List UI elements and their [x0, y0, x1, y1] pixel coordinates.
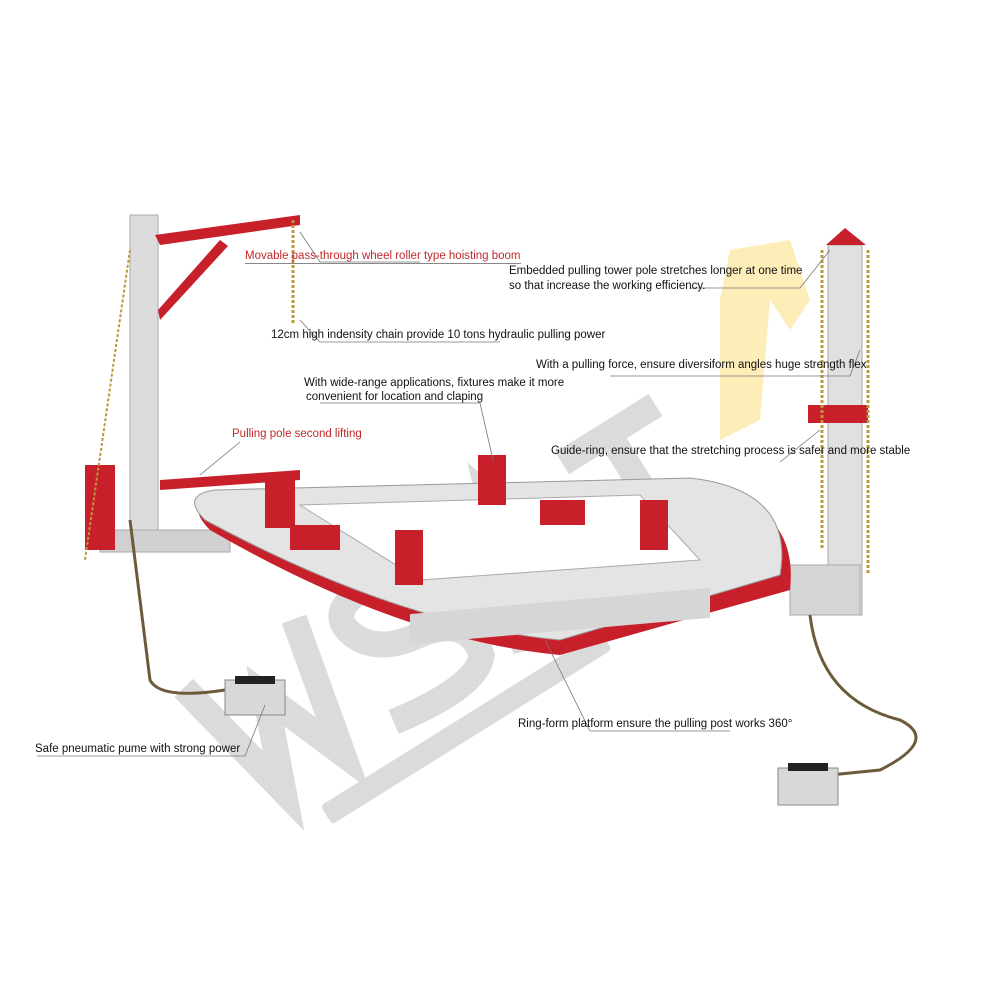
label-pneumatic-pump: Safe pneumatic pume with strong power	[35, 743, 241, 755]
label-hoisting-boom: Movable pass-through wheel roller type h…	[245, 250, 521, 264]
ring-platform	[194, 455, 791, 655]
leader-lines	[37, 231, 861, 757]
label-pulling-force: With a pulling force, ensure diversiform…	[536, 359, 867, 371]
label-chain: 12cm high indensity chain provide 10 ton…	[271, 329, 606, 341]
label-tower-pole-line1: Embedded pulling tower pole stretches lo…	[509, 265, 803, 277]
label-fixtures-line2: convenient for location and claping	[306, 391, 484, 403]
label-ring-platform: Ring-form platform ensure the pulling po…	[518, 718, 793, 730]
pneumatic-pumps	[128, 519, 918, 806]
label-second-lifting: Pulling pole second lifting	[232, 428, 362, 440]
label-fixtures-line1: With wide-range applications, fixtures m…	[304, 377, 565, 389]
label-tower-pole-line2: so that increase the working efficiency.	[509, 280, 706, 292]
right-pole	[789, 228, 870, 616]
label-guide-ring: Guide-ring, ensure that the stretching p…	[551, 445, 911, 457]
